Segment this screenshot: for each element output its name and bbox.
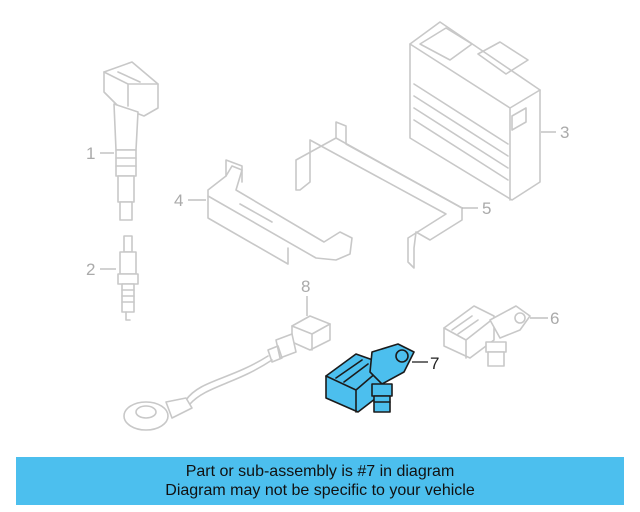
camshaft-sensor-highlighted[interactable] <box>325 343 415 413</box>
engine-control-module <box>409 21 541 201</box>
callout-number: 3 <box>560 123 569 142</box>
callout-1: 1 <box>86 144 114 163</box>
spark-plug <box>117 235 139 321</box>
callout-6: 6 <box>530 309 559 328</box>
callout-number: 6 <box>550 309 559 328</box>
sensor-6 <box>443 305 531 367</box>
callout-number: 2 <box>86 260 95 279</box>
callout-7: 7 <box>412 354 439 373</box>
callout-number: 4 <box>174 191 183 210</box>
callout-5: 5 <box>462 199 491 218</box>
knock-sensor <box>123 315 331 431</box>
callout-2: 2 <box>86 260 116 279</box>
bracket-right <box>295 121 463 269</box>
callout-number: 1 <box>86 144 95 163</box>
callout-3: 3 <box>541 123 569 142</box>
callout-number: 8 <box>301 277 310 296</box>
info-banner: Part or sub-assembly is #7 in diagram Di… <box>16 457 624 505</box>
callout-8: 8 <box>301 277 310 316</box>
banner-line-1: Part or sub-assembly is #7 in diagram <box>185 463 455 480</box>
bracket-left <box>207 159 353 265</box>
banner-line-2: Diagram may not be specific to your vehi… <box>165 482 475 499</box>
ignition-coil <box>103 61 159 221</box>
callout-4: 4 <box>174 191 206 210</box>
callout-number-highlighted: 7 <box>430 354 439 373</box>
callout-number: 5 <box>482 199 491 218</box>
